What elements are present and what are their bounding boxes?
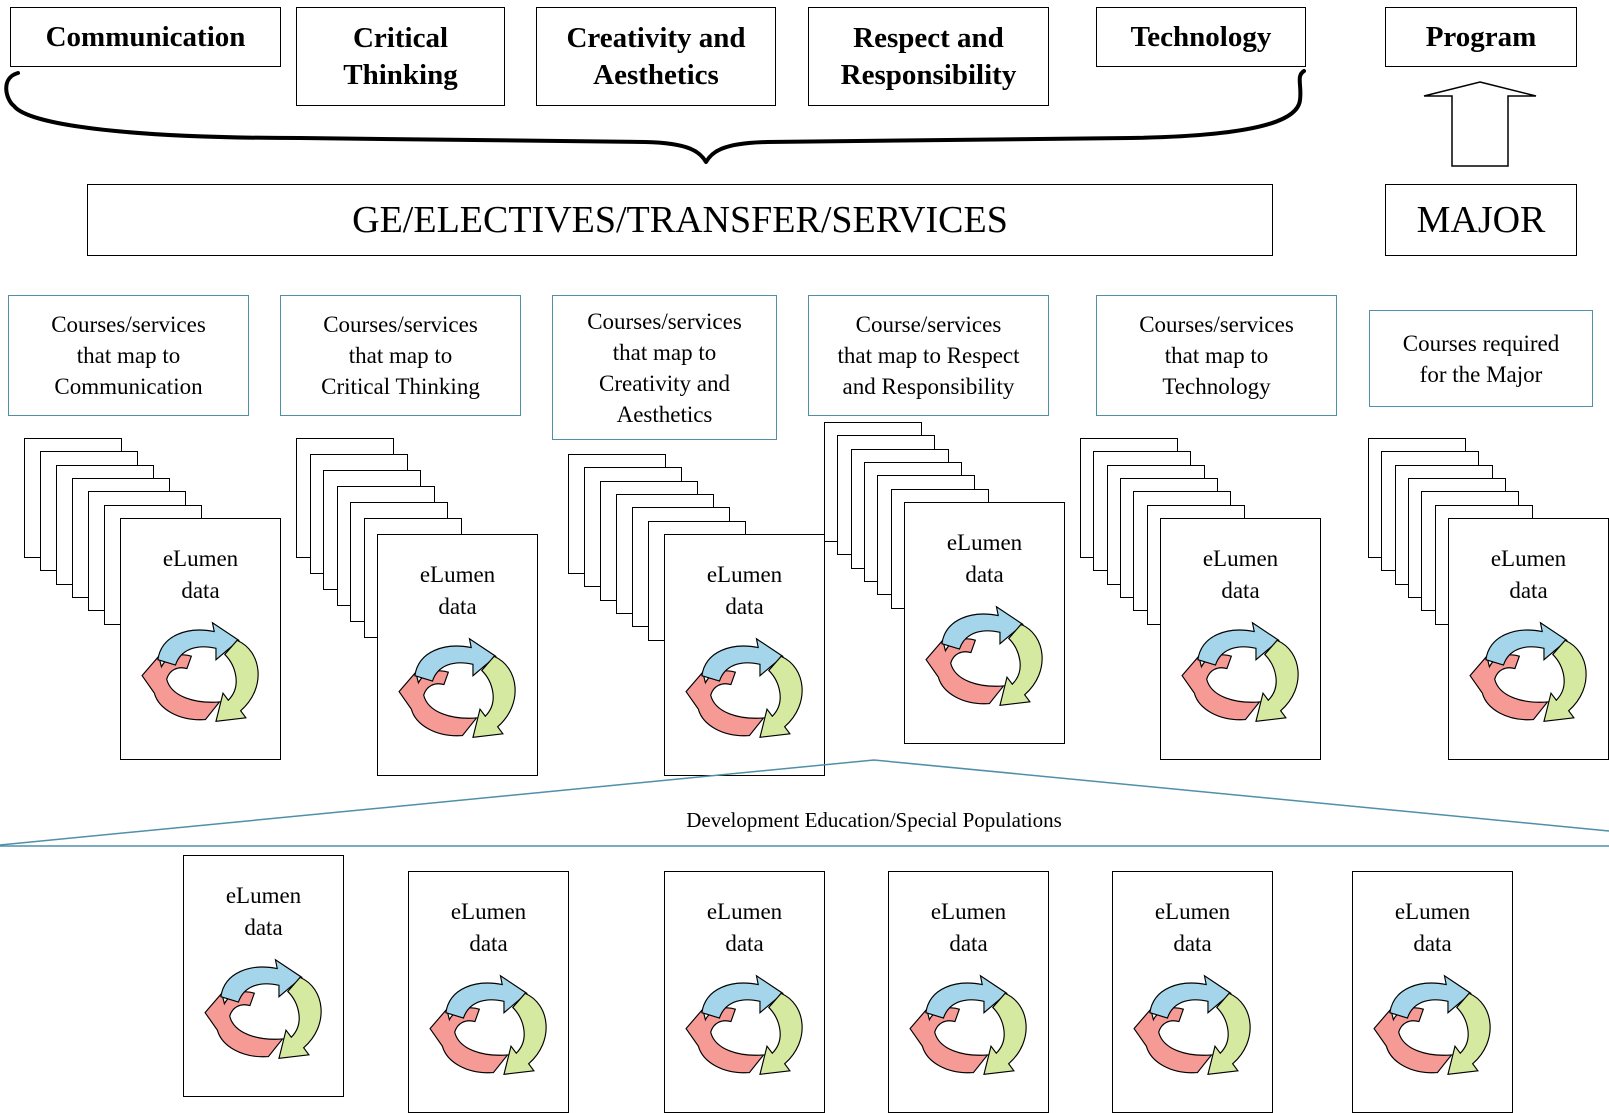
- course-box-label: Courses/services that map to Communicati…: [51, 312, 206, 399]
- elumen-data-document: eLumen data: [120, 518, 281, 760]
- course-box-label: Courses/services that map to Critical Th…: [321, 312, 480, 399]
- grouping-brace: [4, 69, 1306, 164]
- program-label: Program: [1425, 20, 1537, 53]
- course-box-technology: Courses/services that map to Technology: [1096, 295, 1337, 416]
- elumen-data-document: eLumen data: [664, 871, 825, 1113]
- course-box-label: Courses required for the Major: [1402, 330, 1560, 387]
- elumen-data-label: eLumen data: [1490, 546, 1567, 603]
- refresh-cycle-icon: [204, 958, 323, 1059]
- outcome-respect-responsibility: Respect and Responsibility: [808, 7, 1049, 106]
- elumen-data-label: eLumen data: [706, 562, 783, 619]
- elumen-data-document: eLumen data: [888, 871, 1049, 1113]
- elumen-data-document: eLumen data: [1112, 871, 1273, 1113]
- refresh-cycle-icon: [909, 974, 1028, 1075]
- course-box-respect-responsibility: Course/services that map to Respect and …: [808, 295, 1049, 416]
- dev-ed-divider: [0, 759, 1609, 847]
- refresh-cycle-icon: [398, 637, 517, 738]
- refresh-cycle-icon: [429, 974, 548, 1075]
- outcome-technology: Technology: [1096, 7, 1306, 67]
- outcome-label: Critical Thinking: [343, 21, 458, 91]
- ge-electives-label: GE/ELECTIVES/TRANSFER/SERVICES: [352, 199, 1008, 241]
- course-box-critical-thinking: Courses/services that map to Critical Th…: [280, 295, 521, 416]
- elumen-data-label: eLumen data: [225, 883, 302, 940]
- major-label: MAJOR: [1416, 199, 1546, 241]
- refresh-cycle-icon: [1133, 974, 1252, 1075]
- outcome-label: Communication: [45, 20, 246, 53]
- elumen-data-label: eLumen data: [1154, 899, 1231, 956]
- refresh-cycle-icon: [141, 621, 260, 722]
- elumen-data-document: eLumen data: [1352, 871, 1513, 1113]
- course-box-major: Courses required for the Major: [1369, 310, 1593, 407]
- course-box-label: Courses/services that map to Creativity …: [587, 308, 742, 427]
- dev-ed-label: Development Education/Special Population…: [686, 808, 1062, 832]
- major-box: MAJOR: [1385, 184, 1577, 256]
- course-box-communication: Courses/services that map to Communicati…: [8, 295, 249, 416]
- up-arrow-icon: [1423, 81, 1537, 167]
- elumen-data-label: eLumen data: [1202, 546, 1279, 603]
- elumen-data-label: eLumen data: [930, 899, 1007, 956]
- elumen-data-document: eLumen data: [377, 534, 538, 776]
- outcome-label: Technology: [1130, 20, 1272, 53]
- outcome-communication: Communication: [10, 7, 281, 67]
- elumen-data-document: eLumen data: [408, 871, 569, 1113]
- elumen-data-label: eLumen data: [1394, 899, 1471, 956]
- outcome-critical-thinking: Critical Thinking: [296, 7, 505, 106]
- refresh-cycle-icon: [1181, 621, 1300, 722]
- elumen-data-label: eLumen data: [450, 899, 527, 956]
- elumen-data-label: eLumen data: [419, 562, 496, 619]
- refresh-cycle-icon: [685, 637, 804, 738]
- outcome-creativity-aesthetics: Creativity and Aesthetics: [536, 7, 776, 106]
- course-box-creativity-aesthetics: Courses/services that map to Creativity …: [552, 295, 777, 440]
- elumen-data-document: eLumen data: [904, 502, 1065, 744]
- elumen-data-document: eLumen data: [1448, 518, 1609, 760]
- program-box: Program: [1385, 7, 1577, 67]
- course-box-label: Courses/services that map to Technology: [1139, 312, 1294, 399]
- refresh-cycle-icon: [685, 974, 804, 1075]
- elumen-data-document: eLumen data: [183, 855, 344, 1097]
- course-box-label: Course/services that map to Respect and …: [837, 312, 1020, 399]
- elumen-data-label: eLumen data: [946, 530, 1023, 587]
- ge-electives-box: GE/ELECTIVES/TRANSFER/SERVICES: [87, 184, 1273, 256]
- outcome-label: Respect and Responsibility: [840, 21, 1017, 91]
- elumen-data-document: eLumen data: [664, 534, 825, 776]
- refresh-cycle-icon: [1373, 974, 1492, 1075]
- elumen-data-document: eLumen data: [1160, 518, 1321, 760]
- elumen-data-label: eLumen data: [706, 899, 783, 956]
- refresh-cycle-icon: [1469, 621, 1588, 722]
- refresh-cycle-icon: [925, 605, 1044, 706]
- outcome-label: Creativity and Aesthetics: [566, 21, 746, 91]
- elumen-data-label: eLumen data: [162, 546, 239, 603]
